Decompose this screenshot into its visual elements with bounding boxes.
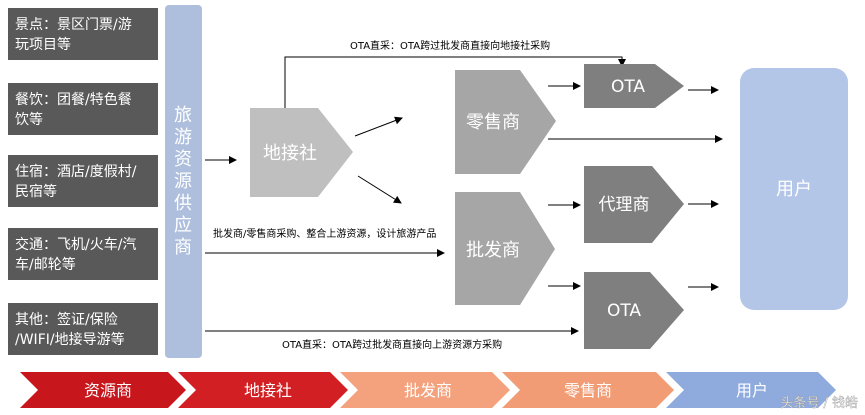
supplier-char-6: 应: [174, 215, 192, 236]
chain-step-user: [666, 372, 836, 408]
resource-box-other: 其他：签证/保险 /WIFI/地接导游等: [8, 303, 158, 355]
resource-lodging-line1: 住宿：酒店/度假村/: [15, 163, 137, 180]
supplier-bar: 旅 游 资 源 供 应 商: [165, 5, 202, 358]
node-ota-top-label: OTA: [611, 77, 645, 97]
supplier-char-7: 商: [174, 237, 192, 258]
resource-catering-line1: 餐饮：团餐/特色餐: [15, 91, 132, 108]
resource-scenic-line1: 景点：景区门票/游: [15, 17, 132, 33]
note-ota-direct-dijieshe: OTA直采：OTA跨过批发商直接向地接社采购: [350, 39, 550, 52]
arrow-dijieshe-to-wholesaler: [357, 175, 402, 204]
node-ota-bottom: OTA: [584, 272, 684, 349]
resource-transport-line1: 交通：飞机/火车/汽: [15, 236, 136, 253]
resource-box-scenic: 景点：景区门票/游 玩项目等: [8, 8, 158, 60]
node-dijieshe: 地接社: [250, 108, 353, 197]
node-dijieshe-label: 地接社: [263, 143, 317, 164]
resource-transport-line2: 车/邮轮等: [15, 256, 76, 273]
resource-box-transport: 交通：飞机/火车/汽 车/邮轮等: [8, 228, 158, 280]
supplier-char-2: 游: [174, 127, 192, 148]
arrow-ota-direct-dijieshe: [284, 56, 626, 108]
supplier-char-5: 供: [174, 193, 192, 214]
node-ota-top: OTA: [584, 64, 684, 108]
chain-label-wholesaler: 批发商: [404, 381, 452, 400]
node-ota-bottom-label: OTA: [607, 301, 641, 321]
node-wholesaler-label: 批发商: [466, 240, 520, 261]
supplier-char-1: 旅: [174, 105, 192, 126]
supplier-char-4: 源: [174, 171, 192, 192]
resource-box-catering: 餐饮：团餐/特色餐 饮等: [8, 83, 158, 135]
value-chain-bar: 资源商 地接社 批发商 零售商 用户: [20, 372, 836, 408]
connector-lines: [205, 56, 723, 335]
supplier-char-3: 资: [174, 149, 192, 170]
node-wholesaler: 批发商: [455, 192, 555, 305]
node-retailer-label: 零售商: [466, 112, 520, 133]
chain-step-wholesaler: [340, 372, 510, 408]
resource-other-line2: /WIFI/地接导游等: [15, 331, 125, 348]
node-retailer: 零售商: [455, 70, 556, 174]
note-wholesale-integration: 批发商/零售商采购、整合上游资源，设计旅游产品: [213, 227, 436, 240]
node-agent: 代理商: [584, 166, 684, 243]
resource-other-line1: 其他：签证/保险: [15, 311, 118, 328]
watermark: 头条号 / 钱皓: [780, 395, 858, 411]
node-user: 用户: [740, 68, 848, 310]
resource-lodging-line2: 民宿等: [15, 183, 57, 200]
chain-label-dijieshe: 地接社: [244, 381, 292, 400]
chain-label-resource: 资源商: [84, 381, 132, 400]
chain-label-retailer: 零售商: [564, 381, 612, 400]
chain-step-resource: [20, 372, 186, 408]
resource-box-lodging: 住宿：酒店/度假村/ 民宿等: [8, 155, 158, 207]
chain-step-retailer: [502, 372, 674, 408]
arrow-dijieshe-to-retailer: [354, 116, 403, 137]
chain-label-user: 用户: [736, 381, 768, 400]
note-ota-direct-supplier: OTA直采：OTA跨过批发商直接向上游资源方采购: [282, 338, 502, 351]
node-user-label: 用户: [776, 179, 812, 200]
node-agent-label: 代理商: [599, 195, 650, 215]
chain-step-dijieshe: [178, 372, 348, 408]
resource-catering-line2: 饮等: [15, 111, 43, 128]
resource-scenic-line2: 玩项目等: [15, 36, 71, 53]
